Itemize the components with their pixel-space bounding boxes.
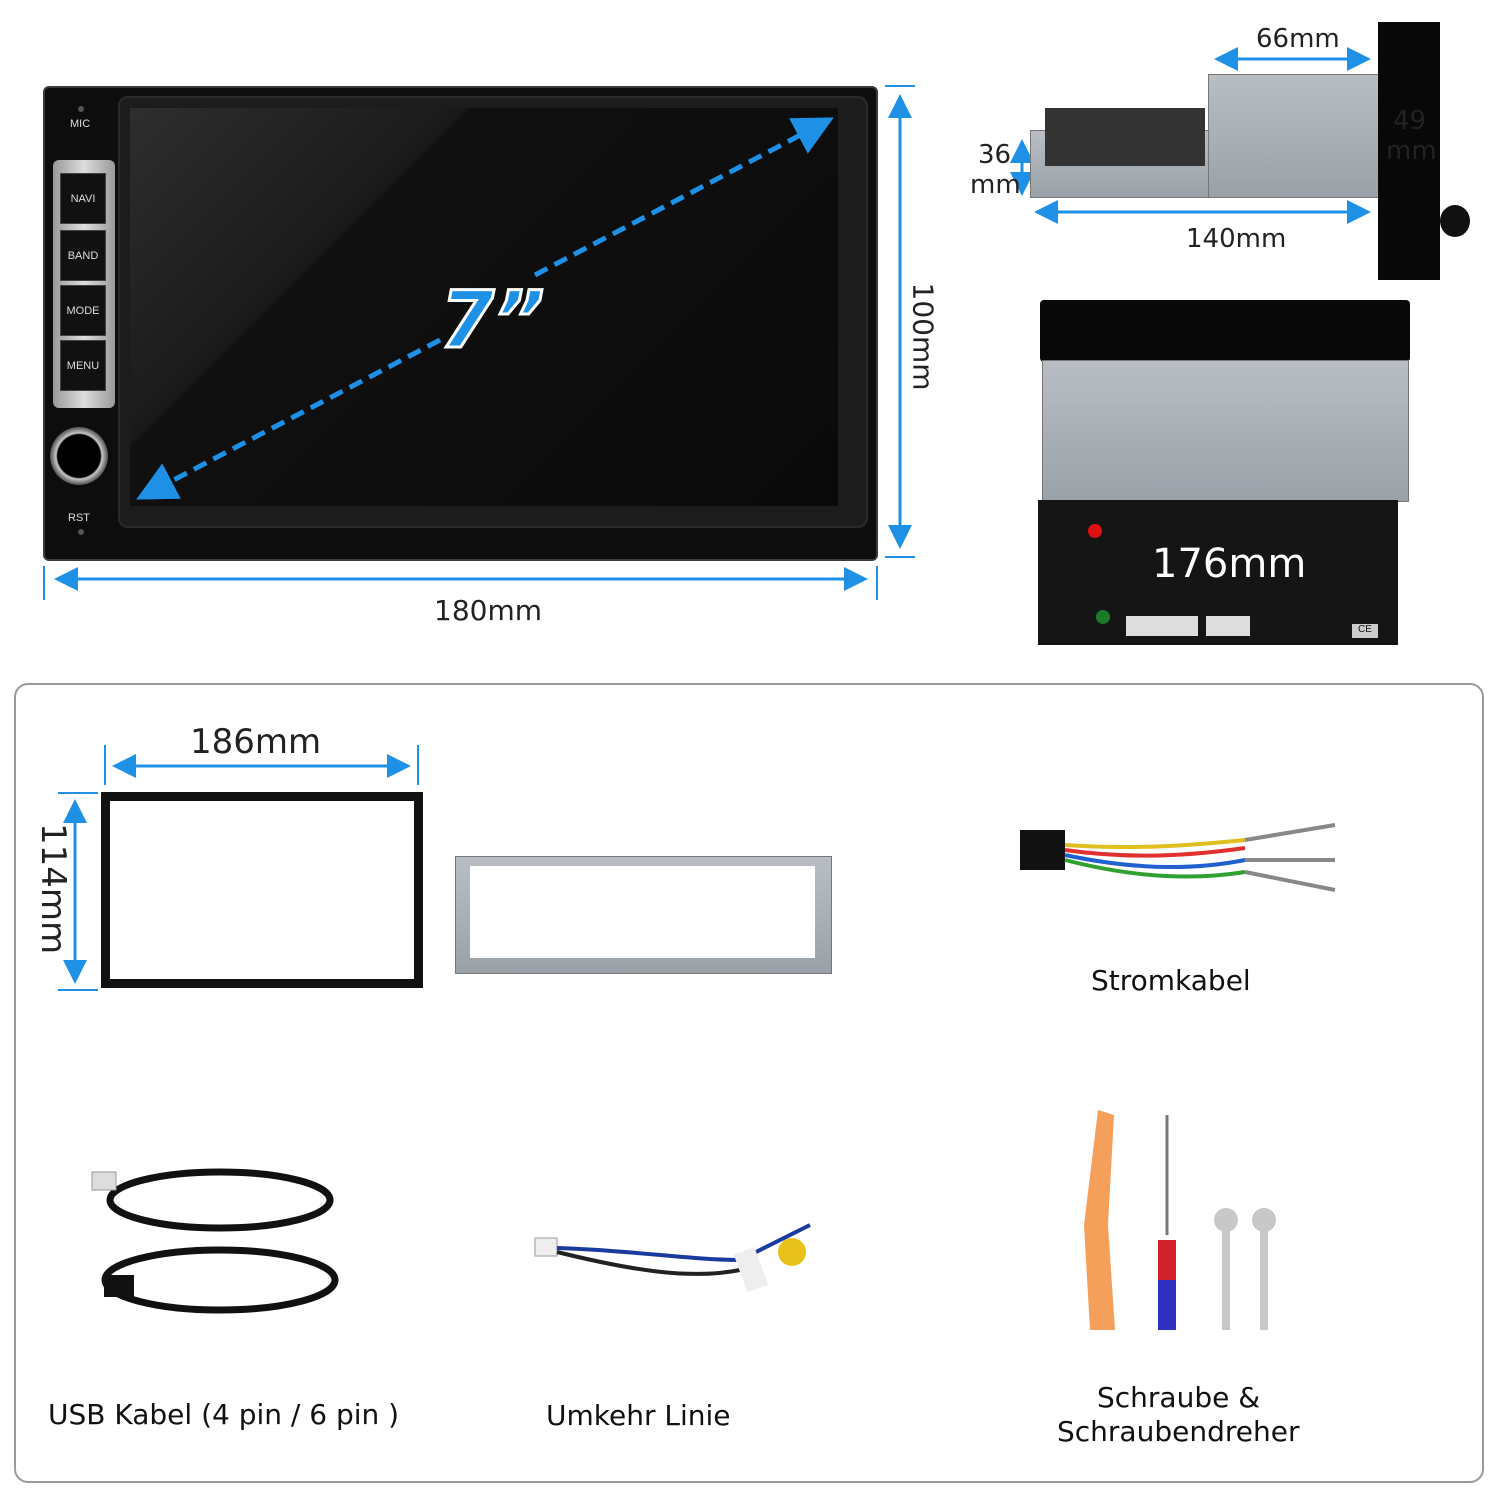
rear-width-176-label: 176mm bbox=[1152, 541, 1307, 587]
rear-connector-b bbox=[1206, 616, 1250, 636]
mic-hole bbox=[78, 106, 84, 112]
width-180-label: 180mm bbox=[434, 594, 542, 627]
usb-cable-image bbox=[91, 1168, 339, 1314]
reverse-line-image bbox=[534, 1223, 811, 1293]
mic-label: MIC bbox=[70, 118, 91, 130]
accessories-panel bbox=[14, 683, 1484, 1483]
side-view-knob bbox=[1440, 205, 1470, 237]
usb-cable-label: USB Kabel (4 pin / 6 pin ) bbox=[48, 1398, 400, 1431]
side-view-heatsink bbox=[1045, 108, 1205, 166]
rst-label: RST bbox=[68, 512, 90, 524]
trim-frame-opening bbox=[110, 801, 414, 979]
rear-view-chassis bbox=[1042, 360, 1409, 502]
band-button[interactable]: BAND bbox=[60, 230, 106, 281]
tools-image bbox=[1084, 1110, 1276, 1330]
height-100-label: 100mm bbox=[906, 282, 940, 391]
frame-dimension-arrows bbox=[58, 745, 419, 991]
screws-label-line2: Schraubendreher bbox=[1057, 1415, 1300, 1448]
screen bbox=[130, 108, 838, 506]
rear-ce-mark: CE bbox=[1352, 624, 1378, 638]
rear-view-faceplate bbox=[1040, 300, 1410, 362]
volume-knob[interactable] bbox=[50, 427, 108, 485]
rear-green-jack bbox=[1096, 610, 1110, 624]
height-36-unit: mm bbox=[970, 170, 1021, 200]
side-view-cage bbox=[1208, 74, 1380, 198]
menu-button[interactable]: MENU bbox=[60, 340, 106, 391]
power-cable-image bbox=[1020, 823, 1336, 892]
mounting-cage-opening bbox=[470, 866, 815, 958]
frame-height-114-label: 114mm bbox=[33, 823, 73, 955]
screws-label-line1: Schraube & bbox=[1097, 1381, 1261, 1414]
depth-66-label: 66mm bbox=[1256, 24, 1340, 54]
rear-red-indicator bbox=[1088, 524, 1102, 538]
rst-hole bbox=[78, 529, 84, 535]
reverse-line-label: Umkehr Linie bbox=[546, 1399, 731, 1432]
side-view-faceplate bbox=[1378, 22, 1440, 280]
mode-button[interactable]: MODE bbox=[60, 285, 106, 336]
screen-size-label: 7” bbox=[439, 275, 547, 368]
height-49-unit: mm bbox=[1386, 136, 1437, 166]
power-cable-label: Stromkabel bbox=[1091, 964, 1251, 997]
frame-width-186-label: 186mm bbox=[190, 722, 322, 762]
rear-connector-a bbox=[1126, 616, 1198, 636]
depth-140-label: 140mm bbox=[1186, 224, 1287, 254]
height-36-label: 36 bbox=[978, 140, 1012, 170]
navi-button[interactable]: NAVI bbox=[60, 173, 106, 224]
height-49-label: 49 bbox=[1393, 106, 1427, 136]
